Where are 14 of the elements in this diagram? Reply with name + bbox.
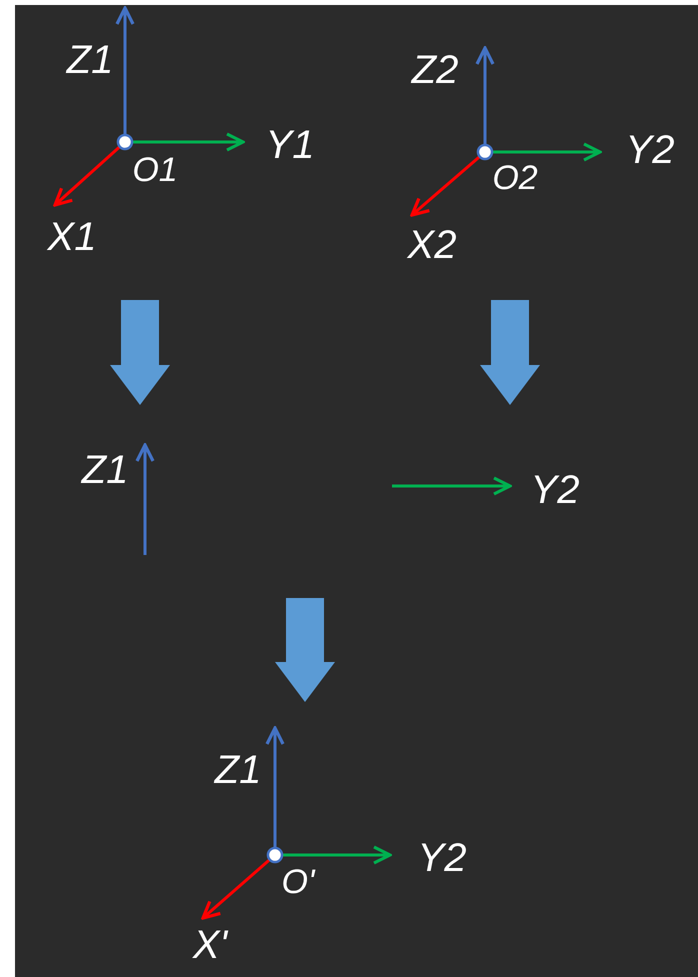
axis-label: Z1: [66, 40, 114, 80]
axis-label: Y2: [530, 470, 580, 510]
axis-label: Y2: [418, 838, 466, 878]
axis-label: Z1: [82, 450, 128, 490]
axis-label: Y2: [626, 130, 674, 170]
axis-label: Y1: [266, 125, 314, 165]
origin-label: O': [282, 865, 314, 899]
axis-label: Z2: [412, 50, 458, 90]
origin-label: O2: [492, 161, 538, 195]
axis-label: Z1: [214, 750, 262, 790]
axis-label: X': [192, 925, 228, 965]
origin-label: O1: [132, 153, 178, 187]
axis-label: X1: [48, 217, 96, 257]
axis-label: X2: [408, 225, 456, 265]
